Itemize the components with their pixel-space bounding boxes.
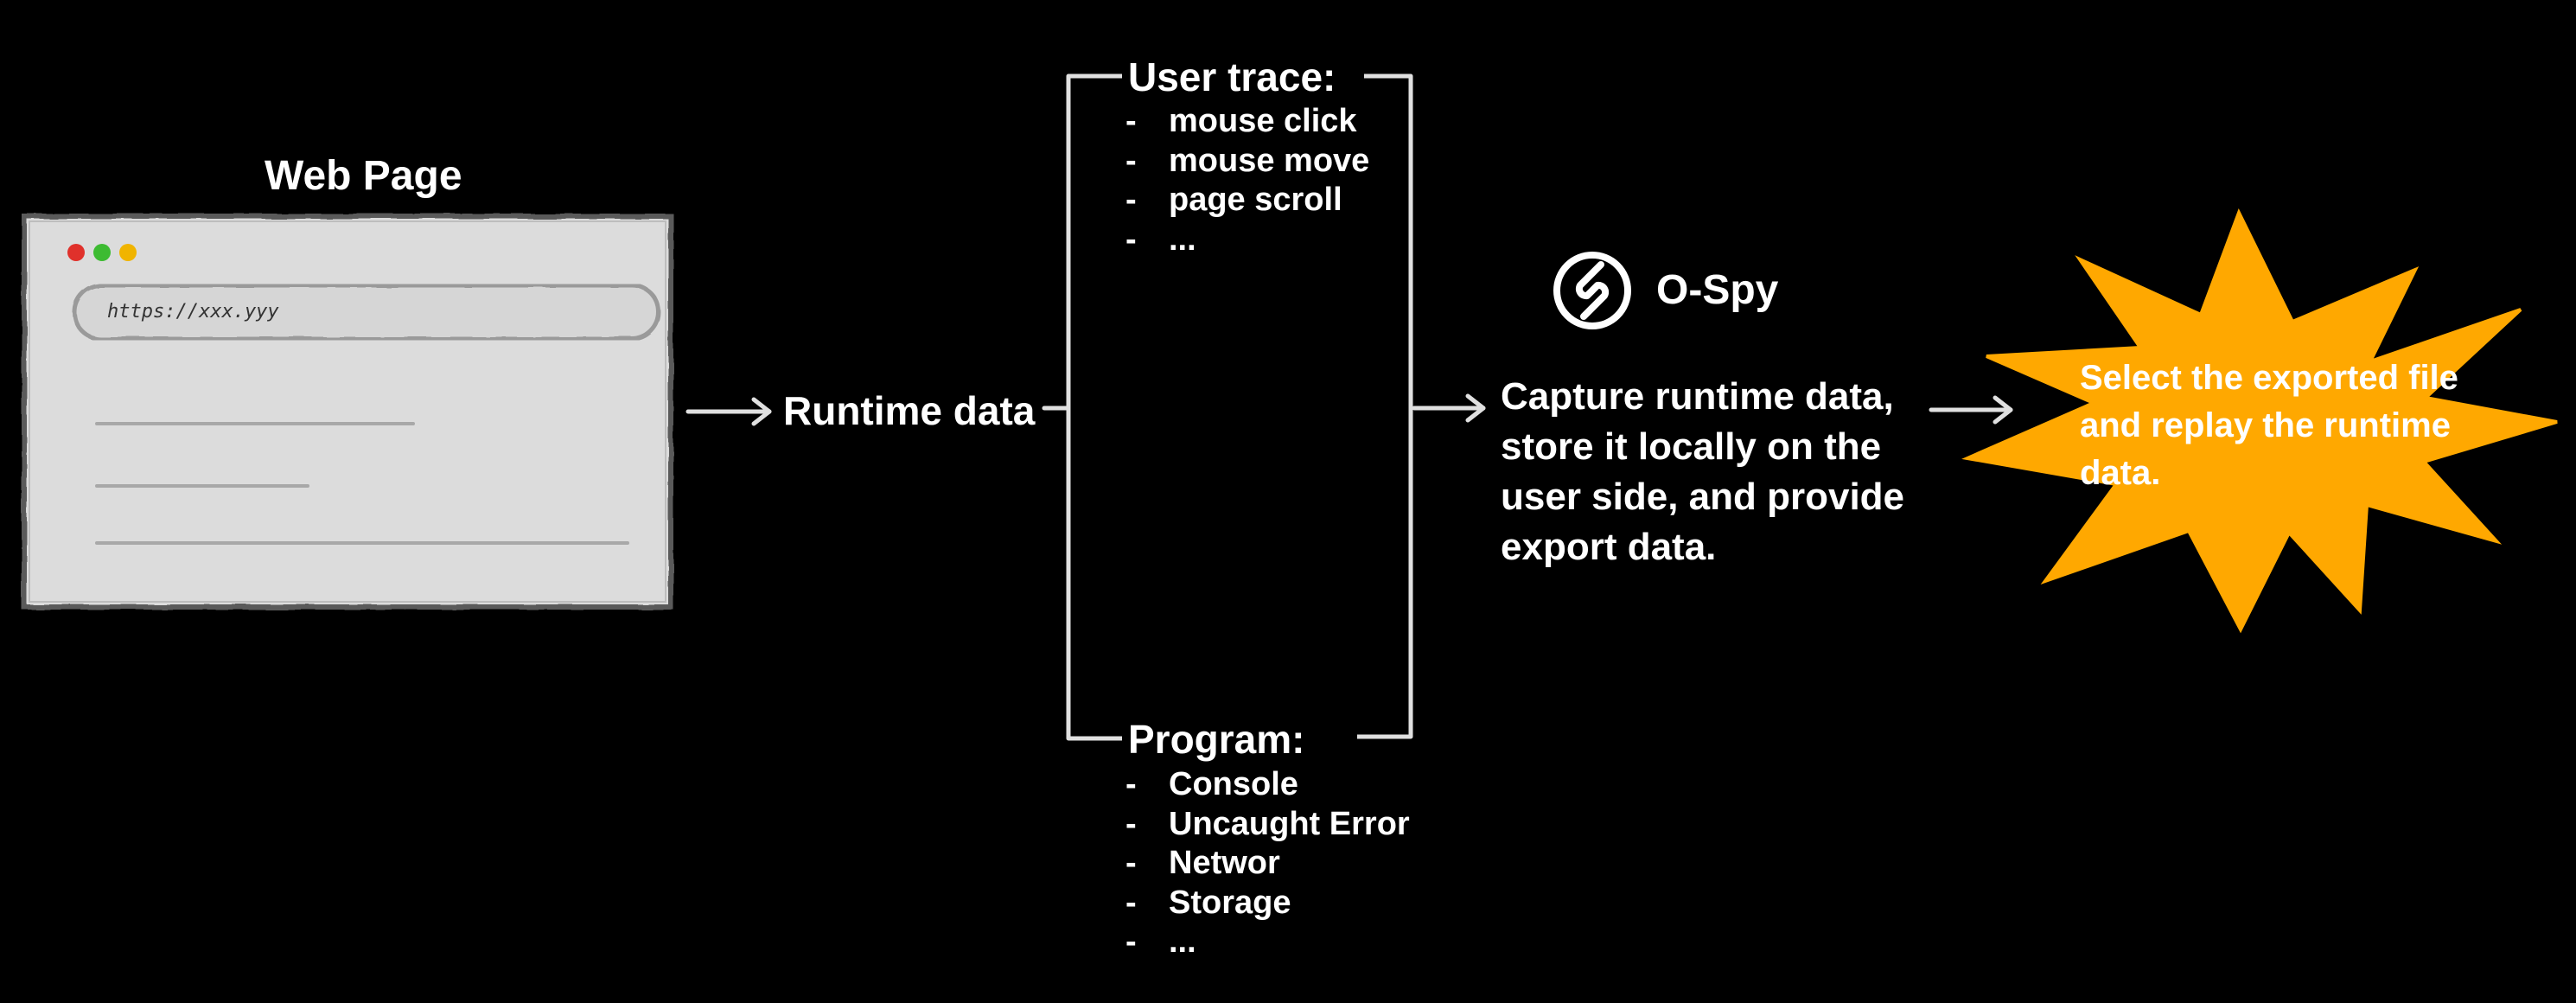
arrow-to-runtime-data xyxy=(685,397,772,426)
list-item: -... xyxy=(1125,923,1196,960)
list-item: -mouse click xyxy=(1125,103,1357,139)
ospy-label: O-Spy xyxy=(1656,267,1779,313)
maximize-dot-icon xyxy=(119,244,137,261)
list-item: -Uncaught Error xyxy=(1125,805,1410,842)
arrow-to-replay xyxy=(1929,395,2013,425)
replay-burst xyxy=(1961,208,2558,634)
list-item: -page scroll xyxy=(1125,182,1342,218)
capture-description: Capture runtime data, store it locally o… xyxy=(1501,375,1905,568)
list-item: -Storage xyxy=(1125,884,1291,921)
list-item: -Networ xyxy=(1125,845,1280,881)
program-title: Program: xyxy=(1128,717,1305,762)
browser-window xyxy=(22,214,673,610)
user-trace-title: User trace: xyxy=(1128,54,1336,99)
list-item: -... xyxy=(1125,220,1196,258)
ospy-logo-icon xyxy=(1553,252,1631,329)
user-trace-list: -mouse click -mouse move -page scroll -.… xyxy=(1125,102,1369,259)
program-list: -Console -Uncaught Error -Networ -Storag… xyxy=(1125,765,1410,962)
replay-description: Select the exported file and replay the … xyxy=(2080,359,2458,492)
address-bar xyxy=(72,283,661,342)
url-text: https://xxx.yyy xyxy=(107,301,279,323)
web-page-title: Web Page xyxy=(265,153,462,199)
list-item: -Console xyxy=(1125,766,1298,802)
list-item: -mouse move xyxy=(1125,142,1370,179)
close-dot-icon xyxy=(67,244,85,261)
runtime-data-label: Runtime data xyxy=(783,388,1036,433)
minimize-dot-icon xyxy=(93,244,111,261)
right-bracket xyxy=(1357,73,1413,739)
arrow-to-capture xyxy=(1412,393,1486,423)
left-bracket xyxy=(1066,73,1122,741)
